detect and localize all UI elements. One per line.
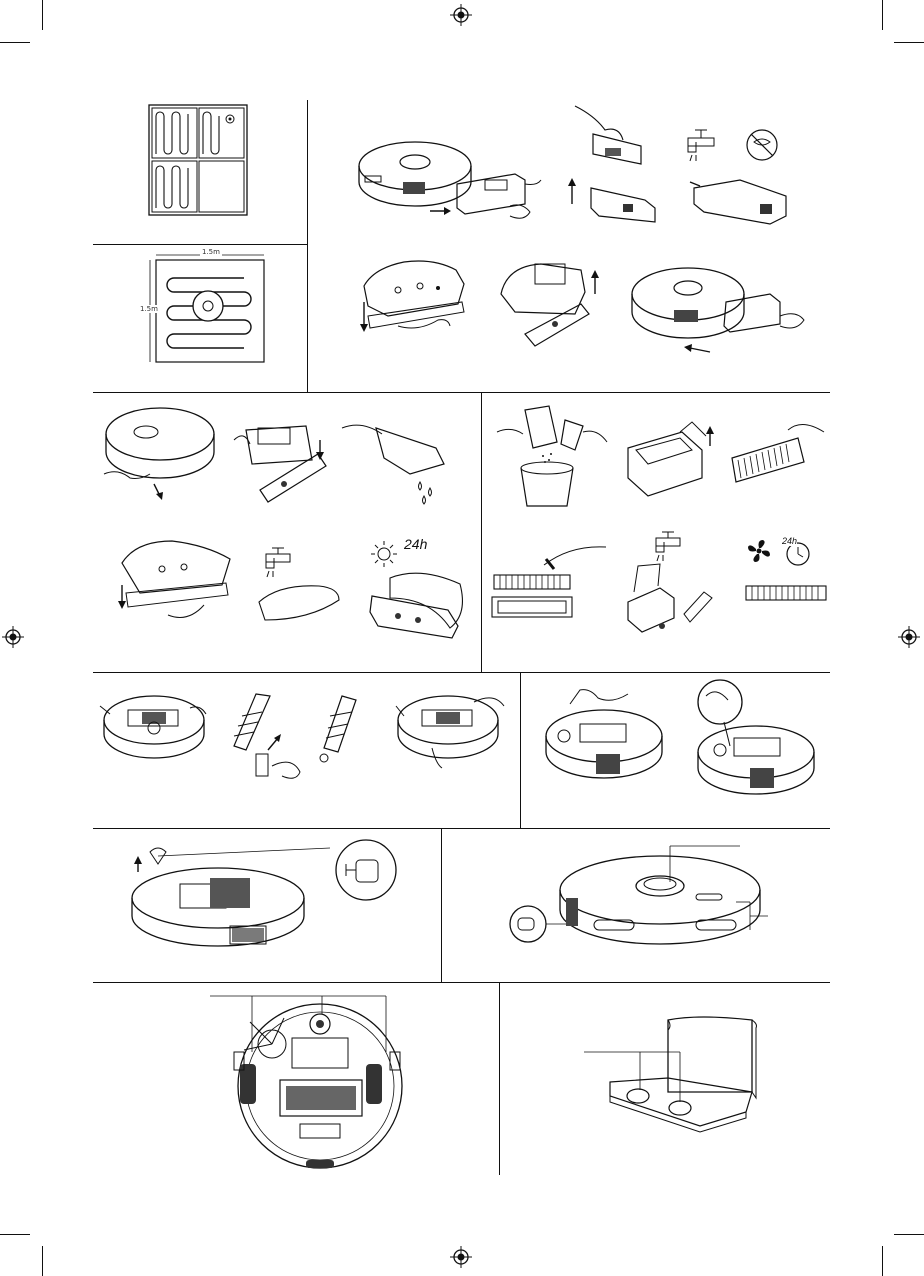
filter-tapping — [488, 535, 610, 621]
drying-filter — [744, 582, 828, 604]
arrow-icon — [430, 206, 452, 216]
fan-icon — [746, 538, 772, 564]
no-washing-machine-icon — [745, 128, 779, 162]
robot-caster-wheel — [120, 838, 410, 958]
zone-cleaning-pattern — [148, 104, 248, 216]
filter-removed — [728, 418, 828, 486]
mop-pad-peel — [112, 535, 238, 625]
tap-water-icon — [652, 530, 686, 562]
robot-underside-replace — [392, 688, 510, 772]
robot-top-sensors — [500, 838, 790, 958]
mop-drip-water — [340, 418, 450, 508]
main-brush-lift — [216, 690, 316, 790]
room-height-label: 1.5m — [140, 305, 158, 313]
robot-side-brush-install — [690, 676, 820, 806]
robot-reinsert-tank — [630, 262, 810, 362]
room-width-label: 1.5m — [200, 248, 222, 256]
registration-mark-icon — [898, 626, 920, 648]
wet-mop-pad — [255, 582, 341, 624]
robot-remove-mop — [100, 404, 218, 500]
dustbin-open — [622, 418, 722, 502]
tap-water-icon — [262, 546, 296, 578]
tap-water-icon — [684, 128, 720, 162]
registration-mark-icon — [450, 4, 472, 26]
sun-icon — [370, 540, 398, 568]
empty-dustbin — [495, 402, 611, 508]
hand-lifting-tank-cover — [565, 104, 675, 229]
main-brush-clean — [312, 692, 372, 772]
tank-open-rinse — [690, 168, 790, 230]
robot-side-brush-remove — [540, 684, 670, 784]
dock-station — [580, 1016, 780, 1136]
mop-bracket-detach — [495, 254, 605, 354]
robot-bottom-view — [200, 990, 420, 1172]
dry-time-label: 24h — [404, 536, 427, 552]
mop-bracket-removal — [358, 256, 470, 342]
mop-bracket-pull — [232, 410, 332, 516]
mop-dry-bracket — [368, 568, 468, 646]
registration-mark-icon — [450, 1246, 472, 1268]
water-tank-drawing — [455, 172, 545, 222]
registration-mark-icon — [2, 626, 24, 648]
filter-dry-time-label: 24h — [782, 536, 797, 546]
rinse-dustbin — [624, 562, 716, 634]
robot-underside-open — [100, 688, 210, 768]
